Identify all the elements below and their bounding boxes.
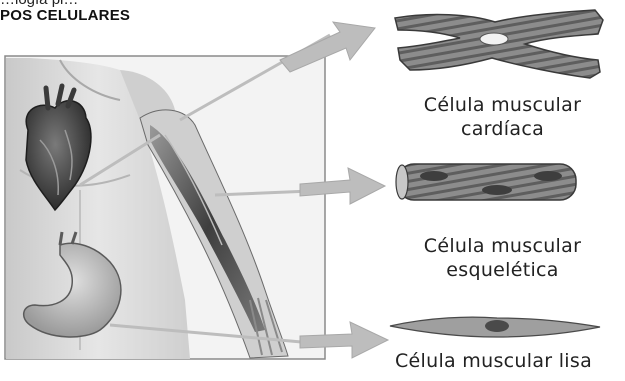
caption-smooth: Célula muscular lisa (362, 349, 625, 373)
caption-cardiac-line-1: Célula muscular (380, 93, 625, 117)
caption-cardiac-line-2: cardíaca (380, 117, 625, 141)
caption-skeletal-line-1: Célula muscular (380, 234, 625, 258)
caption-smooth-line-1: Célula muscular lisa (362, 349, 625, 373)
skeletal-muscle-cell (396, 164, 576, 200)
caption-cardiac: Célula muscular cardíaca (380, 93, 625, 141)
caption-skeletal: Célula muscular esquelética (380, 234, 625, 282)
cardiac-muscle-cell (395, 10, 603, 78)
arrow-to-cardiac (280, 22, 375, 72)
smooth-muscle-cell (390, 317, 600, 337)
caption-skeletal-line-2: esquelética (380, 258, 625, 282)
